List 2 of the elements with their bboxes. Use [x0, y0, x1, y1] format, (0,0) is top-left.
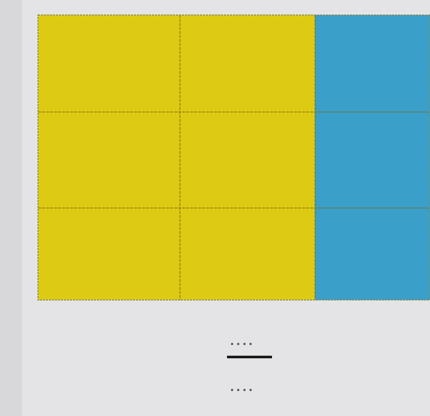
fill-in-dots: ....	[230, 336, 255, 347]
fill-in-dots: ....	[230, 382, 255, 393]
